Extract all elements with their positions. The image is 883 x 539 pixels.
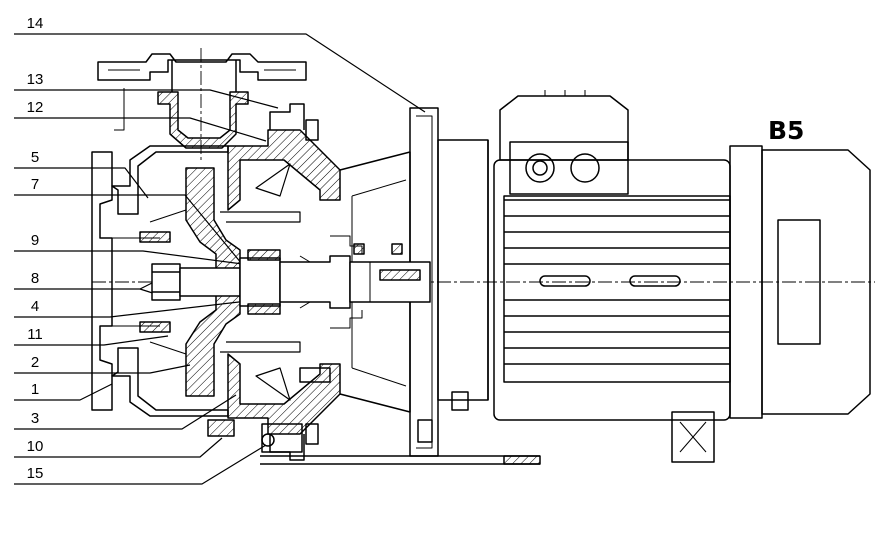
part-label-15: 15 [26,465,44,482]
suction-flange [91,88,229,417]
variant-code: B5 [768,116,805,145]
part-label-11: 11 [27,326,43,343]
part-label-9: 9 [30,232,40,249]
motor-base [207,391,715,465]
motor-shaft [349,261,431,303]
part-label-4: 4 [30,298,40,315]
part-label-5: 5 [30,149,40,166]
terminal-box [499,90,629,195]
part-label-14: 14 [26,15,44,32]
part-label-1: 1 [30,381,40,398]
part-label-8: 8 [30,270,40,287]
part-label-3: 3 [30,410,40,427]
back-cover [227,103,341,461]
shaft-assembly [151,249,351,315]
part-label-12: 12 [26,99,44,116]
discharge-flange [97,53,307,149]
part-label-10: 10 [26,438,44,455]
fan-cover [729,145,871,419]
impeller [149,167,301,397]
part-label-13: 13 [26,71,44,88]
part-label-2: 2 [30,354,40,371]
part-label-7: 7 [30,176,40,193]
